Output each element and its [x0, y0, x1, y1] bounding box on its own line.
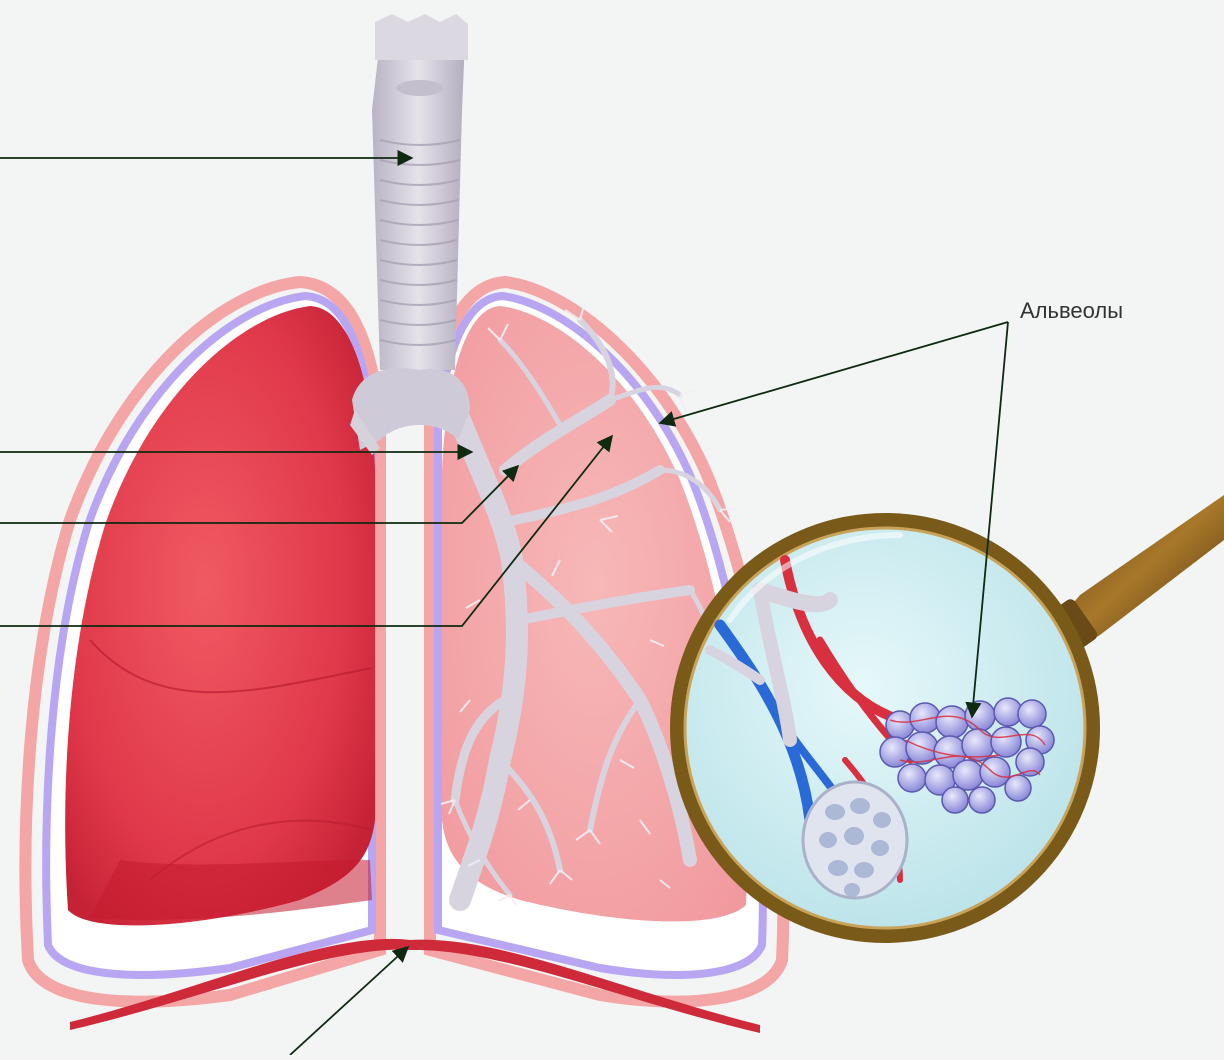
- pointer-alveoli-lung: [660, 322, 1008, 423]
- trachea: [350, 14, 470, 455]
- label-alveoli: Альвеолы: [1020, 298, 1123, 324]
- magnifying-glass-icon: [677, 495, 1224, 936]
- larynx-ring: [396, 80, 444, 96]
- left-lung: [65, 306, 375, 925]
